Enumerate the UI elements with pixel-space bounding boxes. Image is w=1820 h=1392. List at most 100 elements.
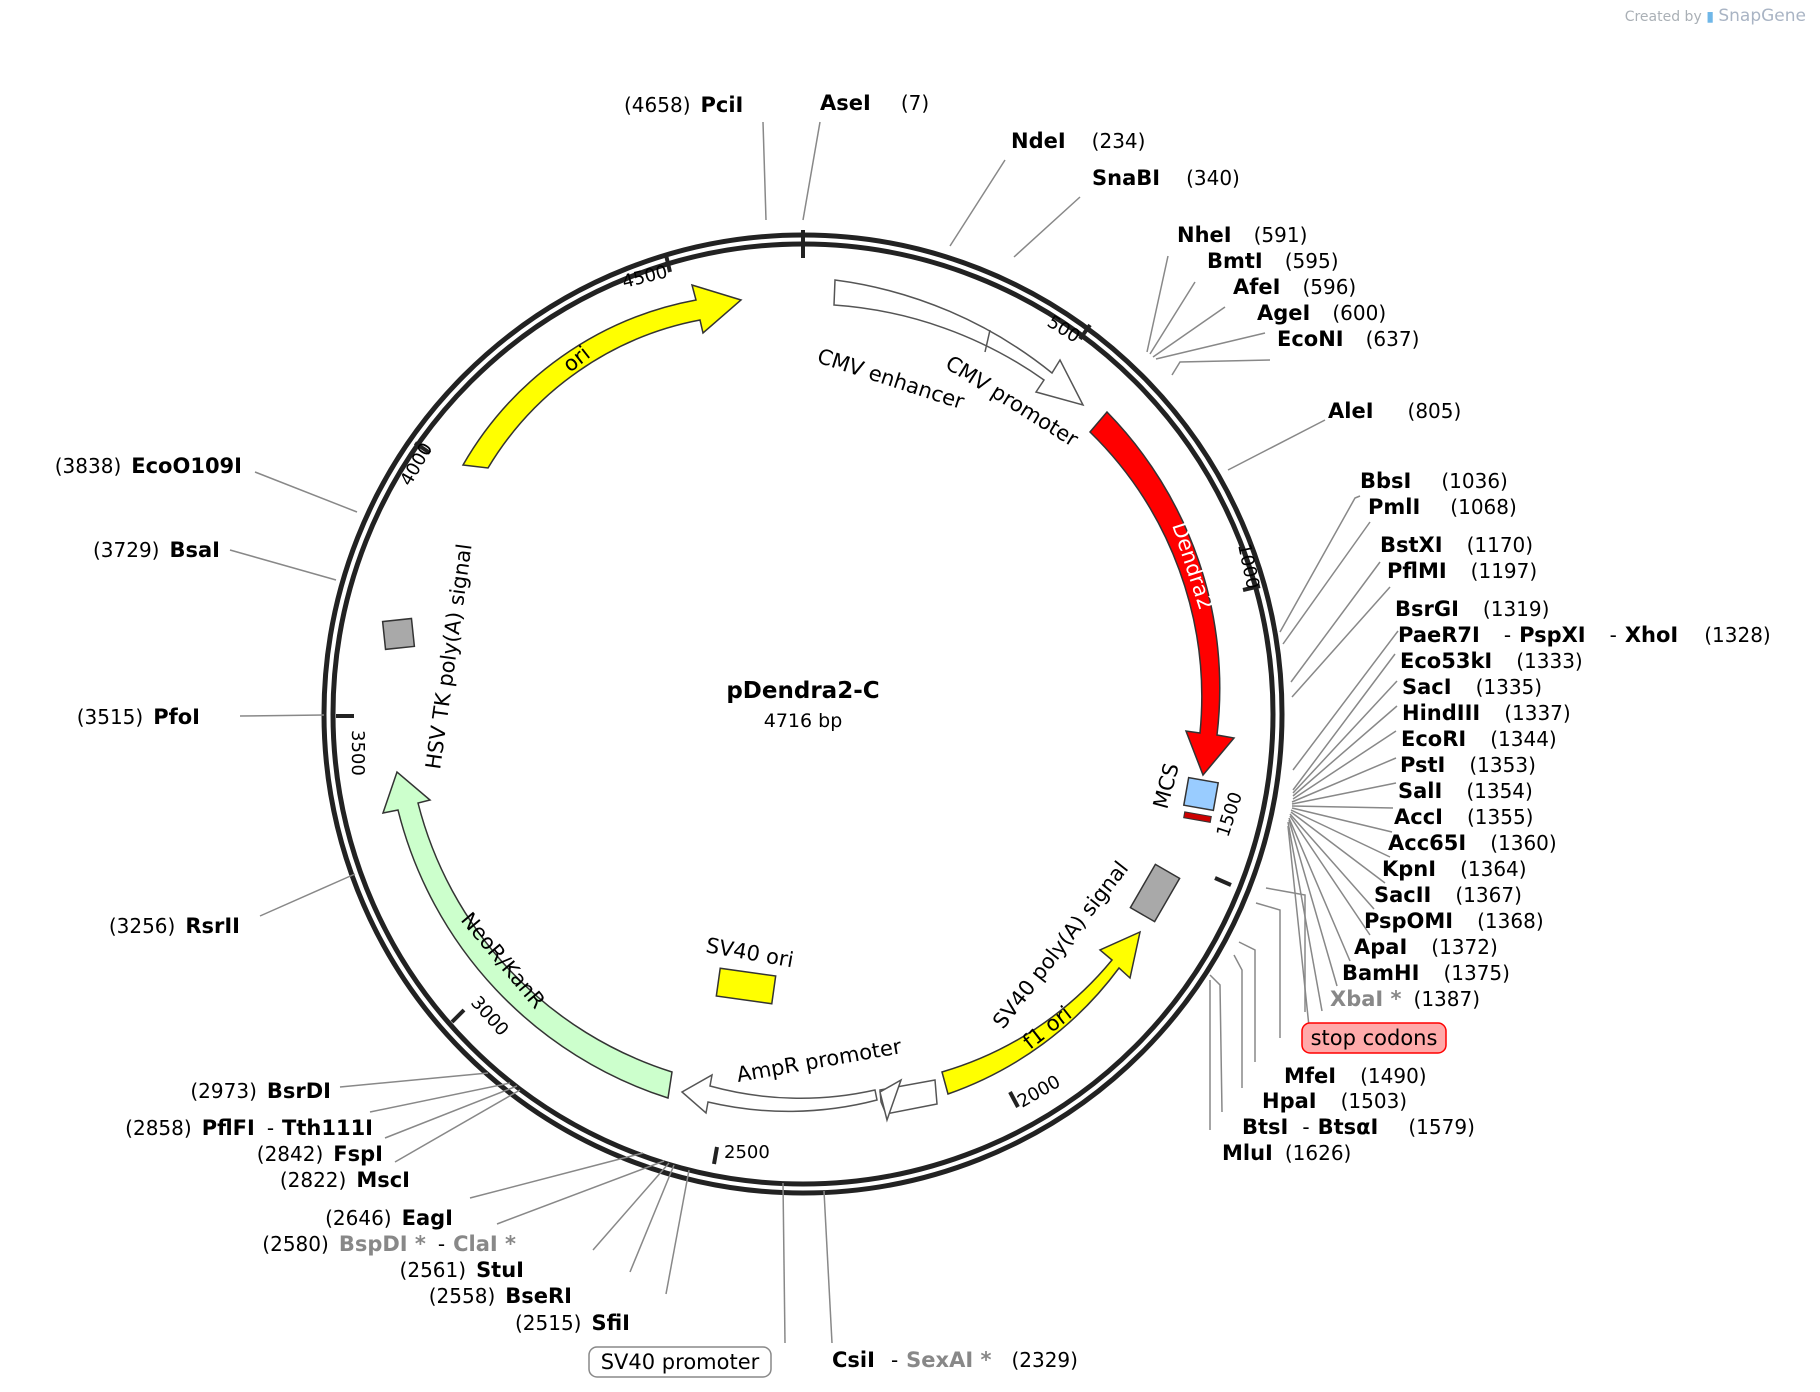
feature-hsv-polya[interactable]: HSV TK poly(A) signal — [381, 542, 477, 771]
mcs-red-bar — [1183, 811, 1212, 823]
site-rsrii[interactable]: (3256)RsrII — [109, 914, 240, 938]
snapgene-logo-icon: ▮ — [1706, 9, 1714, 25]
site-acci[interactable]: AccI(1355) — [1394, 805, 1533, 829]
tick-4500 — [664, 254, 672, 273]
sv40-promoter-tag[interactable]: SV40 promoter — [588, 1346, 772, 1378]
sv40-promoter-box[interactable] — [588, 1346, 772, 1378]
credit-prefix: Created by — [1624, 9, 1702, 25]
site-pflfi-tth111i[interactable]: (2858)PflFI-Tth111I — [125, 1116, 373, 1140]
site-agei[interactable]: AgeI(600) — [1257, 301, 1386, 325]
feature-neo[interactable]: NeoR/KanR — [381, 770, 673, 1099]
feature-cmv[interactable]: CMV enhancer CMV promoter — [814, 279, 1085, 452]
mcs-label: MCS — [1149, 761, 1184, 812]
tick-3000 — [450, 1008, 466, 1024]
site-bstxi[interactable]: BstXI(1170) — [1380, 533, 1533, 557]
ampr-promoter-head — [879, 1078, 903, 1123]
mcs-box[interactable] — [1182, 776, 1220, 812]
tick-label-3500: 3500 — [347, 730, 368, 776]
site-pflmi[interactable]: PflMI(1197) — [1387, 559, 1537, 583]
tick-label-1000: 1000 — [1233, 542, 1263, 591]
site-mlui[interactable]: MluI(1626) — [1222, 1141, 1351, 1165]
site-pfoi[interactable]: (3515)PfoI — [77, 705, 200, 729]
stop-codons-tag[interactable]: stop codons — [1301, 1022, 1447, 1054]
site-nhei[interactable]: NheI(591) — [1177, 223, 1307, 247]
site-sacii[interactable]: SacII(1367) — [1374, 883, 1522, 907]
cmv-divider — [984, 329, 991, 353]
site-snabi[interactable]: SnaBI(340) — [1092, 166, 1240, 190]
tick-2000 — [1008, 1091, 1020, 1108]
f1-ori-arrow[interactable] — [941, 930, 1142, 1095]
plasmid-size: 4716 bp — [764, 710, 843, 732]
ampr-body[interactable] — [680, 1073, 878, 1115]
site-btsi-btsai[interactable]: BtsI-BtsαI(1579) — [1242, 1115, 1475, 1139]
credit-brand: SnapGene — [1718, 6, 1806, 26]
tick-2500 — [712, 1146, 719, 1165]
site-bsai[interactable]: (3729)BsaI — [93, 538, 220, 562]
site-bspdi-clai[interactable]: (2580)BspDI *-ClaI * — [262, 1232, 516, 1256]
tick-4000 — [413, 441, 432, 455]
site-bsrgi[interactable]: BsrGI(1319) — [1395, 597, 1549, 621]
snapgene-credit: Created by ▮ SnapGene — [1625, 6, 1806, 26]
site-pcii[interactable]: (4658)PciI — [624, 93, 743, 117]
site-bsrdi[interactable]: (2973)BsrDI — [190, 1079, 331, 1103]
site-apai[interactable]: ApaI(1372) — [1354, 935, 1498, 959]
ori-arrow[interactable] — [461, 283, 743, 469]
site-saci[interactable]: SacI(1335) — [1402, 675, 1542, 699]
sv40-ori-box[interactable] — [715, 967, 777, 1005]
site-ecoo109i[interactable]: (3838)EcoO109I — [55, 454, 242, 478]
feature-ampr-promoter[interactable]: AmpR promoter — [680, 1034, 938, 1123]
site-hpai[interactable]: HpaI(1503) — [1262, 1089, 1407, 1113]
site-sali[interactable]: SalI(1354) — [1398, 779, 1533, 803]
tick-500 — [1078, 323, 1092, 341]
site-psti[interactable]: PstI(1353) — [1400, 753, 1536, 777]
site-eco53ki[interactable]: Eco53kI(1333) — [1400, 649, 1583, 673]
site-kpni[interactable]: KpnI(1364) — [1382, 857, 1527, 881]
cmv-arrow[interactable] — [833, 279, 1085, 407]
site-ndei[interactable]: NdeI(234) — [1011, 129, 1145, 153]
ampr-promoter-label: AmpR promoter — [735, 1034, 904, 1087]
site-acc65i[interactable]: Acc65I(1360) — [1388, 831, 1557, 855]
dendra2-label: Dendra2 — [1167, 519, 1218, 613]
leader-lines — [229, 121, 1399, 1344]
site-alei[interactable]: AleI(805) — [1328, 399, 1461, 423]
site-labels: (4658)PciI AseI(7) NdeI(234) SnaBI(340) … — [55, 91, 1771, 1378]
site-eagi[interactable]: (2646)EagI — [325, 1206, 453, 1230]
sv40-promoter-label: SV40 promoter — [601, 1350, 760, 1374]
site-bmti[interactable]: BmtI(595) — [1207, 249, 1339, 273]
site-bamhi[interactable]: BamHI(1375) — [1342, 961, 1510, 985]
tick-label-500: 500 — [1043, 311, 1083, 347]
site-paer7i-pspxi-xhoi[interactable]: PaeR7I-PspXI-XhoI(1328) — [1398, 623, 1771, 647]
site-sfii[interactable]: (2515)SfiI — [515, 1311, 630, 1335]
neo-arrow[interactable] — [381, 770, 673, 1099]
sv40-ori-label: SV40 ori — [704, 933, 795, 972]
hsv-polya-label: HSV TK poly(A) signal — [421, 542, 476, 771]
tick-label-2500: 2500 — [724, 1142, 770, 1163]
site-mfei[interactable]: MfeI(1490) — [1284, 1064, 1427, 1088]
plasmid-name: pDendra2-C — [726, 678, 879, 704]
site-stui[interactable]: (2561)StuI — [400, 1258, 524, 1282]
tick-1500 — [1214, 876, 1232, 887]
site-csii-sexai[interactable]: CsiI-SexAI *(2329) — [832, 1348, 1078, 1372]
site-msci[interactable]: (2822)MscI — [280, 1168, 410, 1192]
feature-ori[interactable]: ori — [461, 283, 743, 469]
site-pmli[interactable]: PmlI(1068) — [1368, 495, 1517, 519]
site-fspi[interactable]: (2842)FspI — [257, 1142, 383, 1166]
site-hindiii[interactable]: HindIII(1337) — [1402, 701, 1571, 725]
cmv-enhancer-label: CMV enhancer — [814, 344, 967, 414]
site-ecori[interactable]: EcoRI(1344) — [1401, 727, 1557, 751]
dendra2-arrow[interactable] — [1088, 410, 1236, 777]
sv40-polya-box[interactable] — [1129, 863, 1181, 923]
stop-codons-box[interactable] — [1301, 1022, 1447, 1054]
tick-label-1500: 1500 — [1213, 789, 1247, 839]
site-xbai[interactable]: XbaI *(1387) — [1330, 987, 1480, 1011]
site-bseri[interactable]: (2558)BseRI — [429, 1284, 572, 1308]
stop-codons-label: stop codons — [1311, 1026, 1438, 1050]
site-psppomi[interactable]: PspOMI(1368) — [1364, 909, 1544, 933]
site-asei[interactable]: AseI(7) — [820, 91, 929, 115]
feature-sv40-ori[interactable]: SV40 ori — [704, 933, 795, 1005]
site-bbsi[interactable]: BbsI(1036) — [1360, 469, 1508, 493]
tick-1000 — [1242, 584, 1261, 592]
site-afei[interactable]: AfeI(596) — [1233, 275, 1356, 299]
hsv-polya-box[interactable] — [381, 617, 416, 651]
site-econi[interactable]: EcoNI(637) — [1277, 327, 1419, 351]
